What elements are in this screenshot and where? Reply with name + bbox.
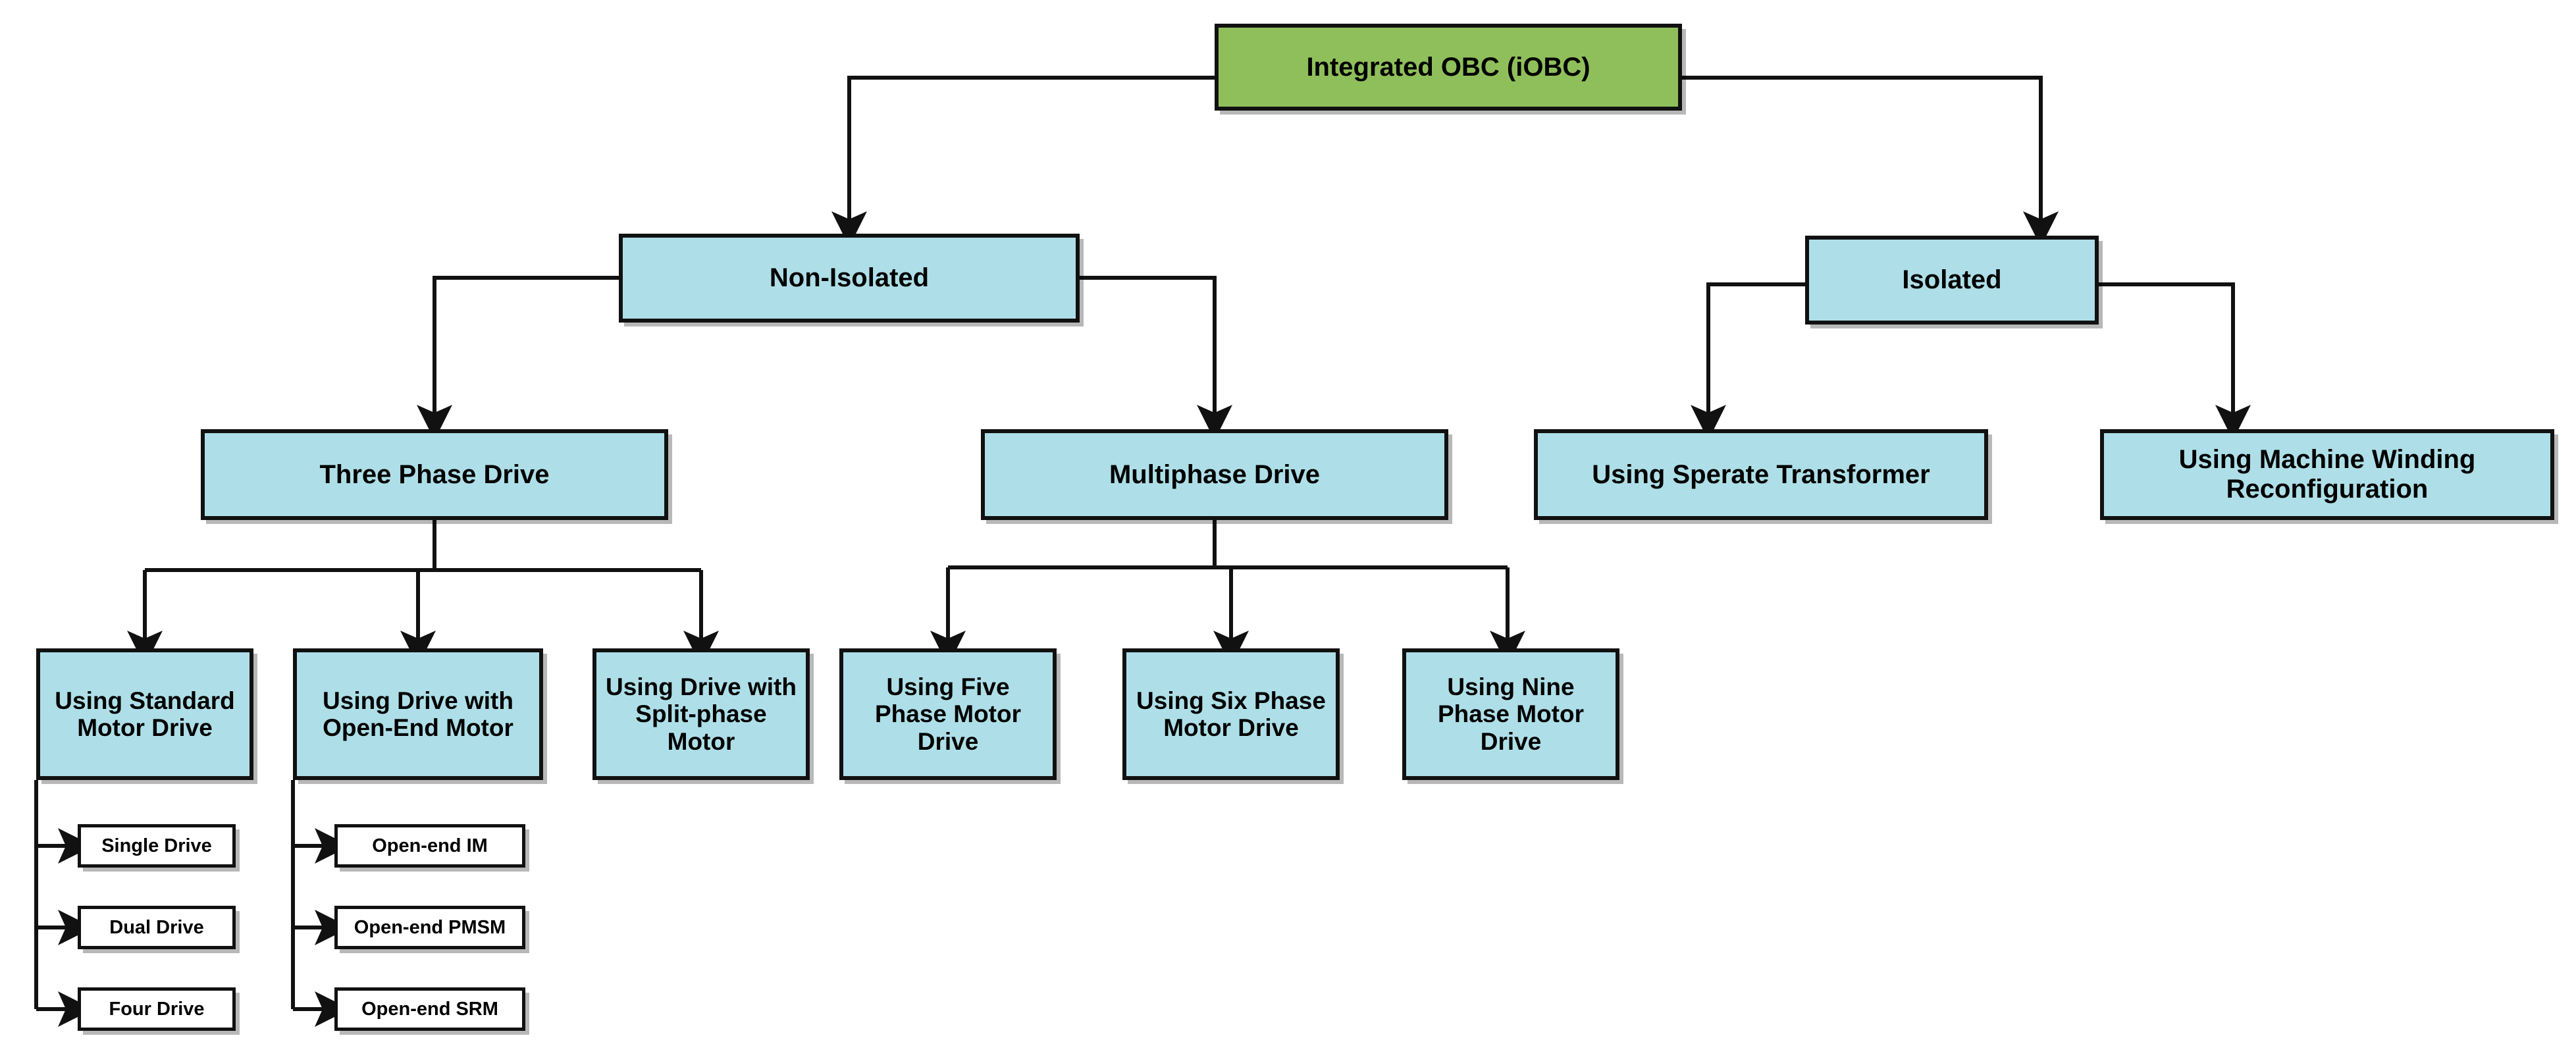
node-open-end-im-label: Open-end IM [372, 835, 488, 856]
edge-iso-transformer [1691, 282, 1805, 440]
node-isolated-label: Isolated [1902, 265, 2002, 295]
node-isolated[interactable]: Isolated [1805, 236, 2099, 325]
node-open-end-pmsm-label: Open-end PMSM [354, 916, 506, 938]
node-three-phase-drive[interactable]: Three Phase Drive [201, 429, 668, 520]
edge-noniso-threephase [417, 276, 619, 440]
node-split-phase-motor[interactable]: Using Drive with Split-phase Motor [592, 648, 810, 780]
node-split-phase-motor-label: Using Drive with Split-phase Motor [606, 673, 797, 755]
node-non-isolated[interactable]: Non-Isolated [619, 234, 1080, 323]
bus-three-phase [145, 520, 701, 572]
node-separate-transformer[interactable]: Using Sperate Transformer [1534, 429, 1988, 520]
node-dual-drive[interactable]: Dual Drive [78, 906, 236, 949]
node-open-end-im[interactable]: Open-end IM [334, 824, 525, 868]
node-standard-motor-drive-label: Using Standard Motor Drive [55, 687, 235, 741]
node-standard-motor-drive[interactable]: Using Standard Motor Drive [36, 648, 253, 780]
edge-root-isolated [1682, 76, 2059, 247]
node-machine-winding[interactable]: Using Machine Winding Reconfiguration [2100, 429, 2554, 520]
edge-noniso-multiphase [1080, 276, 1232, 440]
node-six-phase[interactable]: Using Six Phase Motor Drive [1122, 648, 1340, 780]
edge-iso-winding [2099, 282, 2251, 440]
node-non-isolated-label: Non-Isolated [769, 263, 930, 293]
node-three-phase-drive-label: Three Phase Drive [319, 459, 550, 489]
node-root[interactable]: Integrated OBC (iOBC) [1215, 24, 1682, 111]
node-open-end-srm-label: Open-end SRM [361, 998, 498, 1020]
node-open-end-pmsm[interactable]: Open-end PMSM [334, 906, 525, 949]
node-single-drive-label: Single Drive [101, 835, 212, 856]
node-six-phase-label: Using Six Phase Motor Drive [1136, 687, 1326, 741]
node-nine-phase[interactable]: Using Nine Phase Motor Drive [1402, 648, 1619, 780]
edge-root-non-isolated [831, 76, 1215, 247]
node-five-phase[interactable]: Using Five Phase Motor Drive [839, 648, 1057, 780]
node-open-end-srm[interactable]: Open-end SRM [334, 987, 525, 1031]
node-root-label: Integrated OBC (iOBC) [1306, 52, 1590, 82]
node-four-drive-label: Four Drive [109, 998, 205, 1020]
node-separate-transformer-label: Using Sperate Transformer [1592, 459, 1930, 489]
node-five-phase-label: Using Five Phase Motor Drive [874, 673, 1022, 755]
node-dual-drive-label: Dual Drive [109, 916, 204, 938]
node-multiphase-drive[interactable]: Multiphase Drive [981, 429, 1448, 520]
bus-multiphase [948, 520, 1508, 569]
node-four-drive[interactable]: Four Drive [78, 987, 236, 1031]
node-single-drive[interactable]: Single Drive [78, 824, 236, 868]
node-machine-winding-label: Using Machine Winding Reconfiguration [2178, 445, 2476, 504]
node-multiphase-drive-label: Multiphase Drive [1109, 459, 1321, 489]
node-nine-phase-label: Using Nine Phase Motor Drive [1437, 673, 1585, 755]
node-open-end-motor[interactable]: Using Drive with Open-End Motor [293, 648, 543, 780]
node-open-end-motor-label: Using Drive with Open-End Motor [323, 687, 513, 741]
